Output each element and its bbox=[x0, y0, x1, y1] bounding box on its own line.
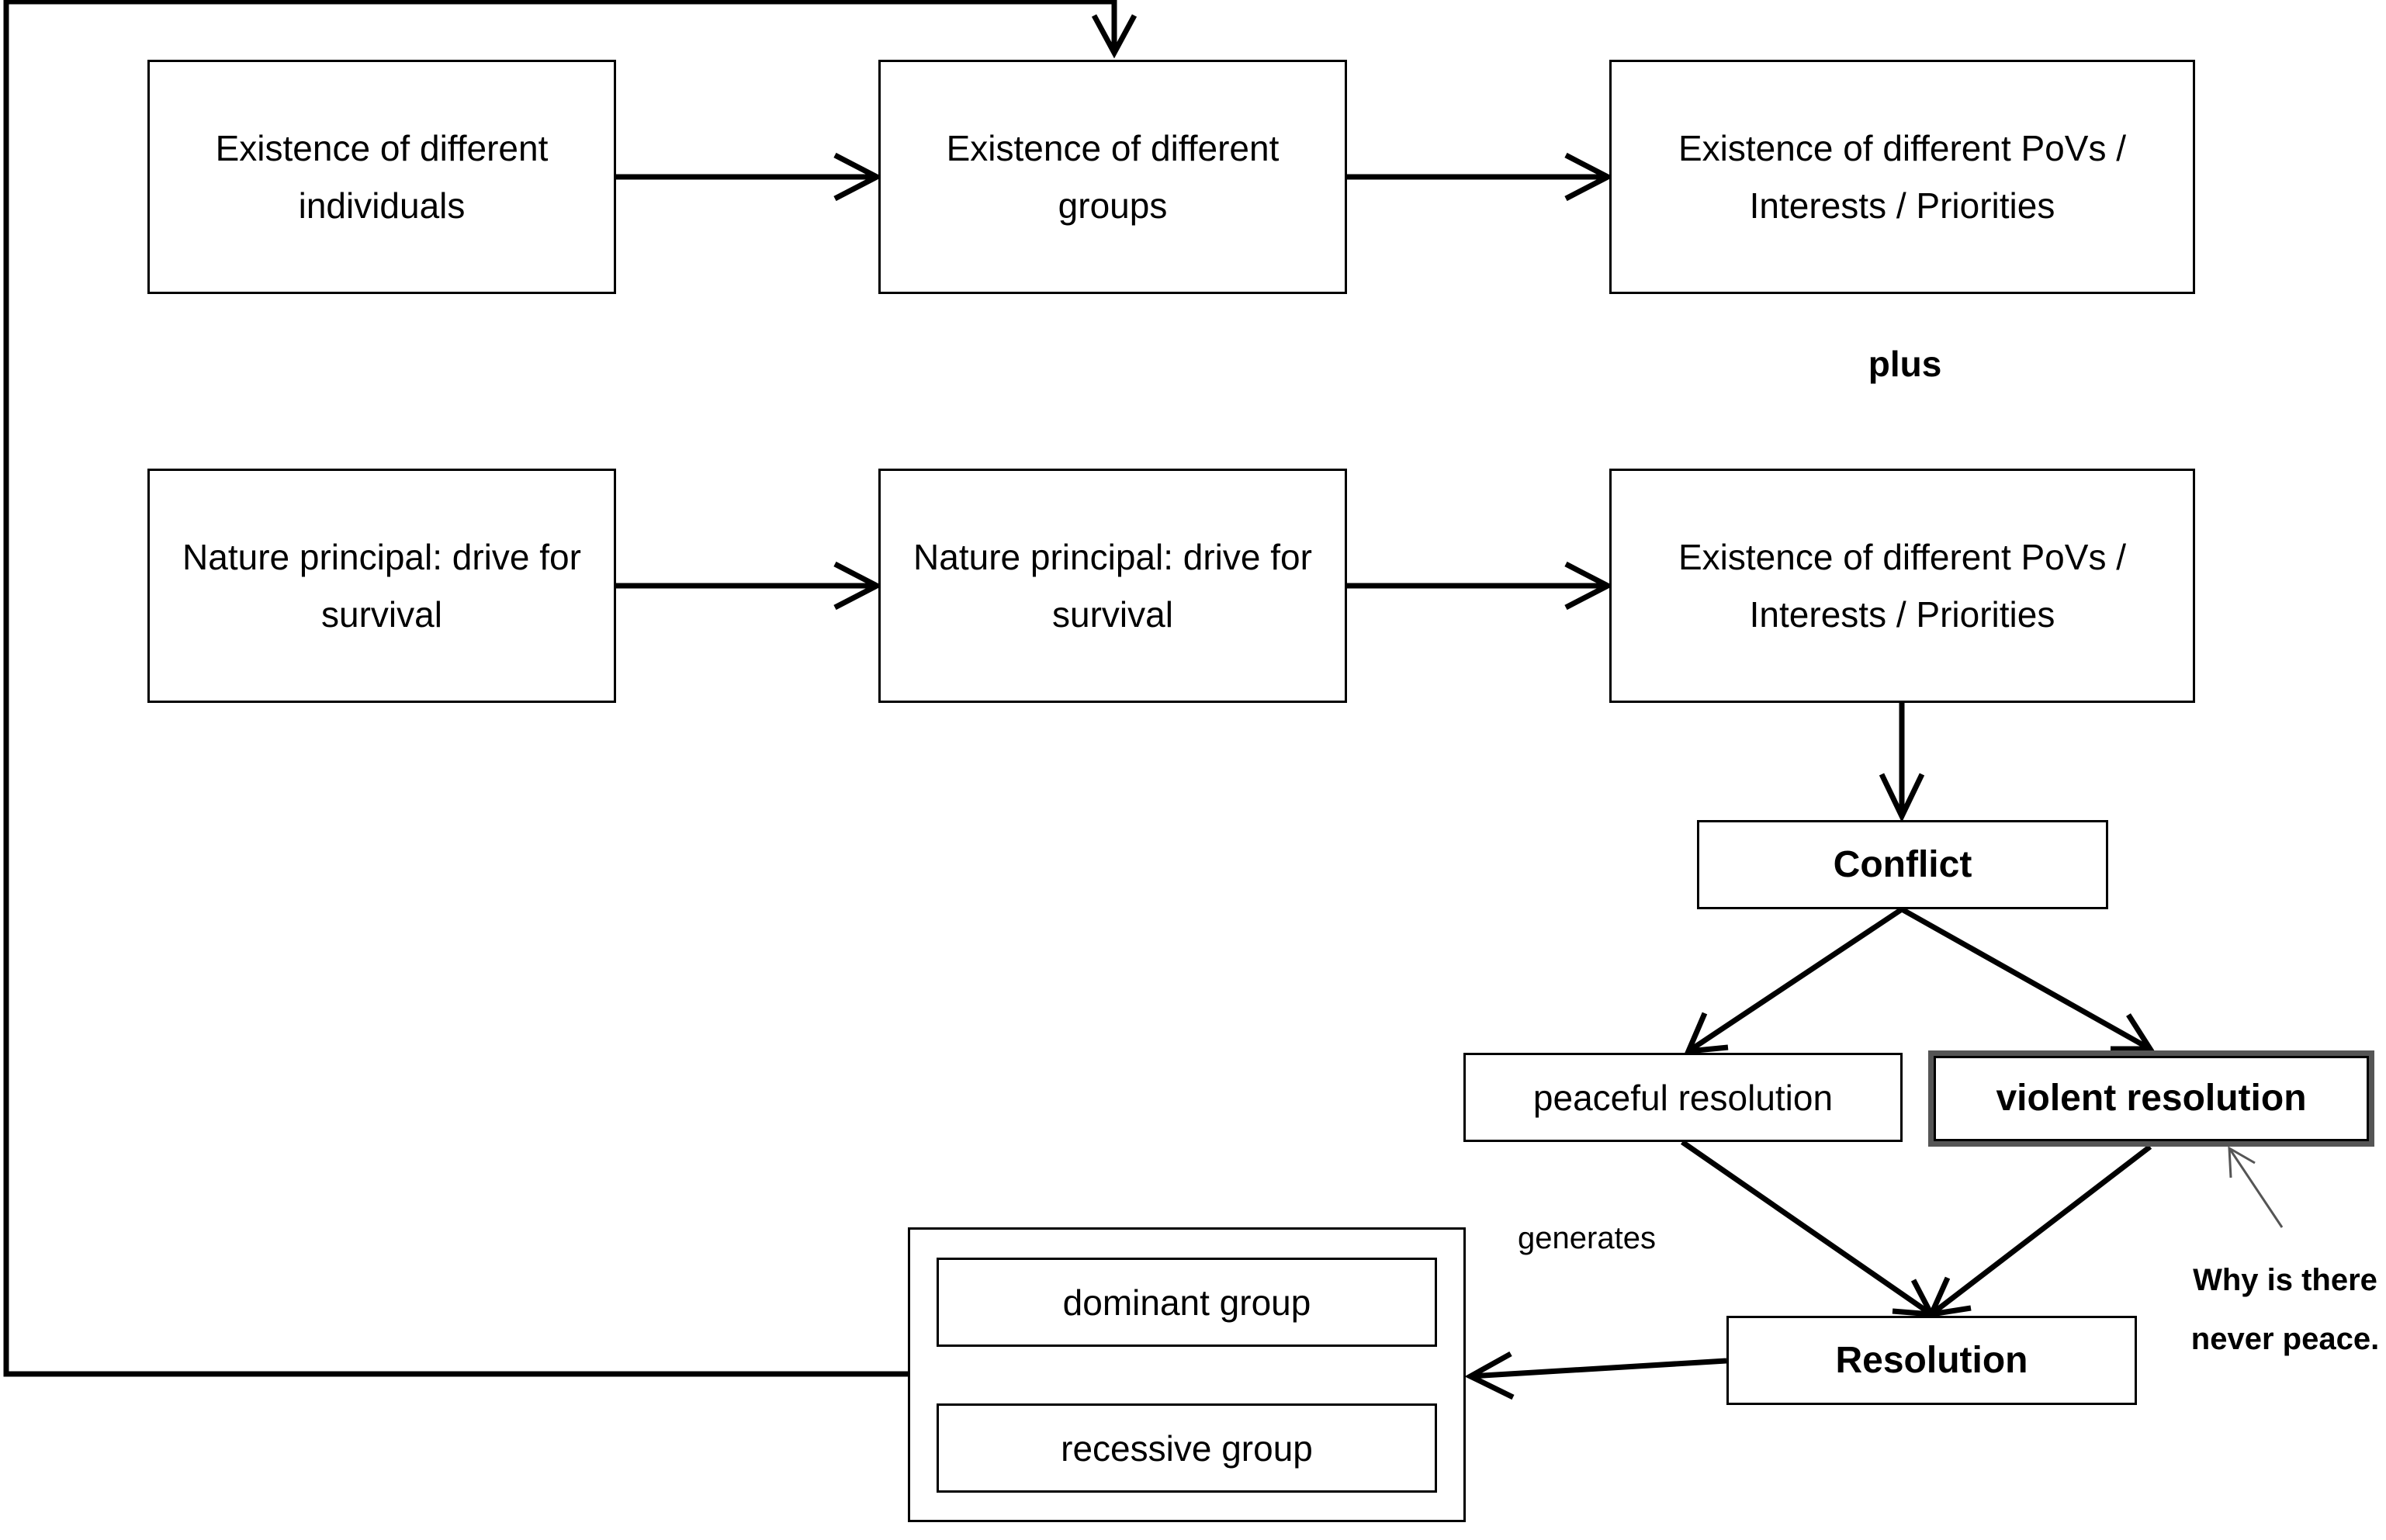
node-peaceful-resolution: peaceful resolution bbox=[1463, 1053, 1903, 1142]
node-groups: Existence of different groups bbox=[878, 60, 1347, 294]
node-nature-1: Nature principal: drive for survival bbox=[147, 469, 616, 703]
arrow-conflict-to-violent-head bbox=[2111, 1013, 2156, 1052]
arrow-resolution-to-groups bbox=[1470, 1358, 1727, 1379]
arrow-nature1-to-nature2-head bbox=[833, 561, 883, 611]
node-povs-bottom: Existence of different PoVs / Interests … bbox=[1609, 469, 2195, 703]
arrow-conflict-to-peaceful bbox=[1687, 907, 1903, 1054]
arrow-conflict-to-peaceful-head bbox=[1684, 1012, 1729, 1055]
node-dominant-group: dominant group bbox=[937, 1258, 1437, 1347]
node-resolution: Resolution bbox=[1726, 1316, 2137, 1405]
arrow-conflict-to-violent bbox=[1900, 906, 2152, 1052]
annotation-pointer-line bbox=[2228, 1147, 2284, 1228]
node-povs-top: Existence of different PoVs / Interests … bbox=[1609, 60, 2195, 294]
node-recessive-group: recessive group bbox=[937, 1403, 1437, 1493]
node-conflict: Conflict bbox=[1697, 820, 2108, 909]
arrow-violent-to-resolution-head bbox=[1927, 1276, 1972, 1318]
plus-label: plus bbox=[1868, 344, 1942, 384]
arrow-groups-to-povs-head bbox=[1564, 152, 1614, 202]
annotation-note-line-2: never peace. bbox=[2190, 1322, 2380, 1356]
feedback-arrowhead bbox=[1091, 14, 1138, 59]
annotation-note-line-1: Why is there bbox=[2193, 1263, 2377, 1297]
annotation-note: Why is there never peace. bbox=[2184, 1251, 2386, 1369]
node-nature-2: Nature principal: drive for survival bbox=[878, 469, 1347, 703]
arrow-peaceful-to-resolution bbox=[1681, 1140, 1933, 1317]
arrow-resolution-to-groups-head bbox=[1464, 1351, 1515, 1400]
arrow-individuals-to-groups-head bbox=[833, 152, 883, 202]
annotation-pointer-head bbox=[2228, 1146, 2256, 1178]
arrow-violent-to-resolution bbox=[1929, 1144, 2152, 1317]
arrow-povs-to-conflict-head bbox=[1879, 773, 1925, 823]
arrow-nature2-to-povs-head bbox=[1564, 561, 1614, 611]
node-individuals: Existence of different individuals bbox=[147, 60, 616, 294]
feedback-loop-line bbox=[3, 0, 1117, 1377]
generates-label: generates bbox=[1518, 1221, 1656, 1255]
node-violent-resolution: violent resolution bbox=[1928, 1050, 2374, 1147]
